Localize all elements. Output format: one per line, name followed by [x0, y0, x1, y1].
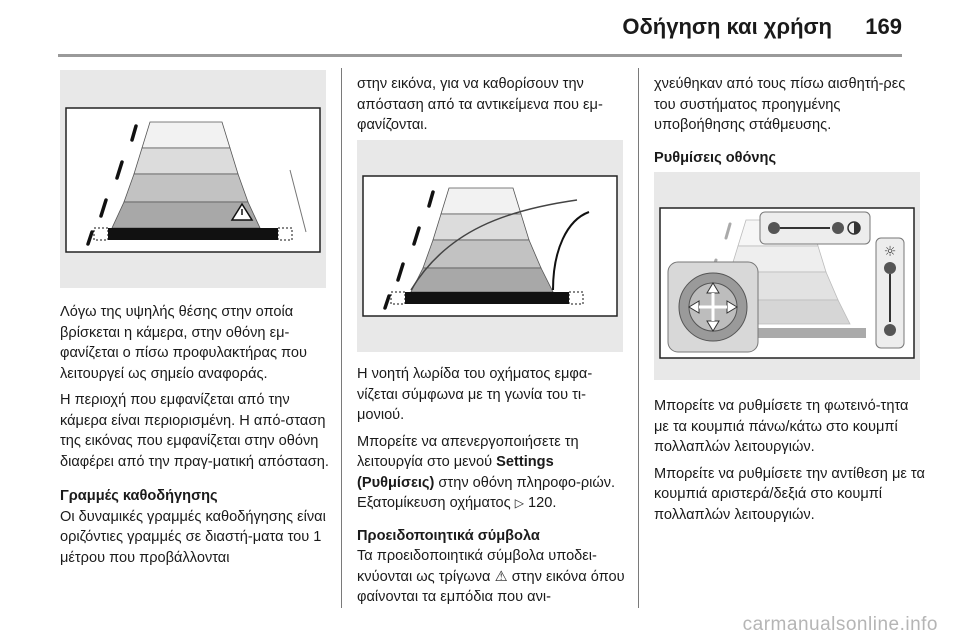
rear-camera-diagram — [60, 70, 326, 288]
disable-text-b: στην οθόνη πληροφο-ριών. Εξατομίκευση οχ… — [357, 474, 616, 512]
paragraph-guide-lines-cont: στην εικόνα, για να καθορίσουν την απόστ… — [357, 76, 603, 133]
column-2-top: στην εικόνα, για να καθορίσουν την απόστ… — [357, 74, 627, 142]
reference-page: 120. — [528, 495, 557, 511]
column-divider-1 — [341, 68, 342, 608]
warning-text-b: στην εικόνα όπου φαίνονται τα εμπόδια πο… — [357, 568, 625, 606]
paragraph-disable-function: Μπορείτε να απενεργοποιήσετε τη λειτουργ… — [357, 432, 629, 514]
page-number: 169 — [865, 14, 902, 39]
figure-dynamic-guidelines — [357, 140, 623, 352]
column-3-top: χνεύθηκαν από τους πίσω αισθητή-ρες του … — [654, 74, 924, 168]
reference-arrow-icon: ▷ — [514, 496, 524, 510]
warning-triangle-icon: ⚠ — [494, 568, 508, 585]
disable-text-a: Μπορείτε να απενεργοποιήσετε τη λειτουργ… — [357, 433, 579, 471]
paragraph-camera-position: Λόγω της υψηλής θέσης στην οποία βρίσκετ… — [60, 304, 308, 382]
figure-display-settings: ☼ — [654, 172, 920, 380]
display-settings-diagram: ☼ — [654, 172, 920, 380]
paragraph-warning-symbols: Τα προειδοποιητικά σύμβολα υποδει-κνύοντ… — [357, 546, 629, 608]
settings-menu-label: Settings (Ρυθμίσεις) — [357, 454, 554, 491]
footer-watermark: carmanualsonline.info — [742, 614, 938, 635]
paragraph-virtual-lane: Η νοητή λωρίδα του οχήματος εμφα-νίζεται… — [357, 366, 593, 423]
paragraph-contrast: Μπορείτε να ρυθμίσετε την αντίθεση με τα… — [654, 465, 925, 523]
paragraph-camera-area: Η περιοχή που εμφανίζεται από την κάμερα… — [60, 392, 329, 470]
column-3-bottom: Μπορείτε να ρυθμίσετε τη φωτεινό-τητα με… — [654, 396, 926, 531]
figure-rear-camera-guidelines — [60, 70, 326, 288]
header-divider — [58, 54, 902, 57]
heading-display-settings: Ρυθμίσεις οθόνης — [654, 149, 777, 166]
warning-text-a: Τα προειδοποιητικά σύμβολα υποδει-κνύοντ… — [357, 548, 597, 585]
heading-warning-symbols: Προειδοποιητικά σύμβολα — [357, 527, 540, 544]
dynamic-guidelines-diagram — [357, 140, 623, 352]
page-header-title: Οδήγηση και χρήση — [622, 14, 832, 39]
paragraph-sensors: χνεύθηκαν από τους πίσω αισθητή-ρες του … — [654, 76, 906, 133]
column-divider-2 — [638, 68, 639, 608]
heading-guide-lines: Γραμμές καθοδήγησης — [60, 488, 218, 504]
paragraph-brightness: Μπορείτε να ρυθμίσετε τη φωτεινό-τητα με… — [654, 398, 909, 455]
column-1: Λόγω της υψηλής θέσης στην οποία βρίσκετ… — [60, 302, 330, 574]
paragraph-guide-lines: Οι δυναμικές γραμμές καθοδήγησης είναι ο… — [60, 508, 326, 566]
svg-text:☼: ☼ — [884, 244, 897, 260]
column-2-bottom: Η νοητή λωρίδα του οχήματος εμφα-νίζεται… — [357, 364, 629, 614]
